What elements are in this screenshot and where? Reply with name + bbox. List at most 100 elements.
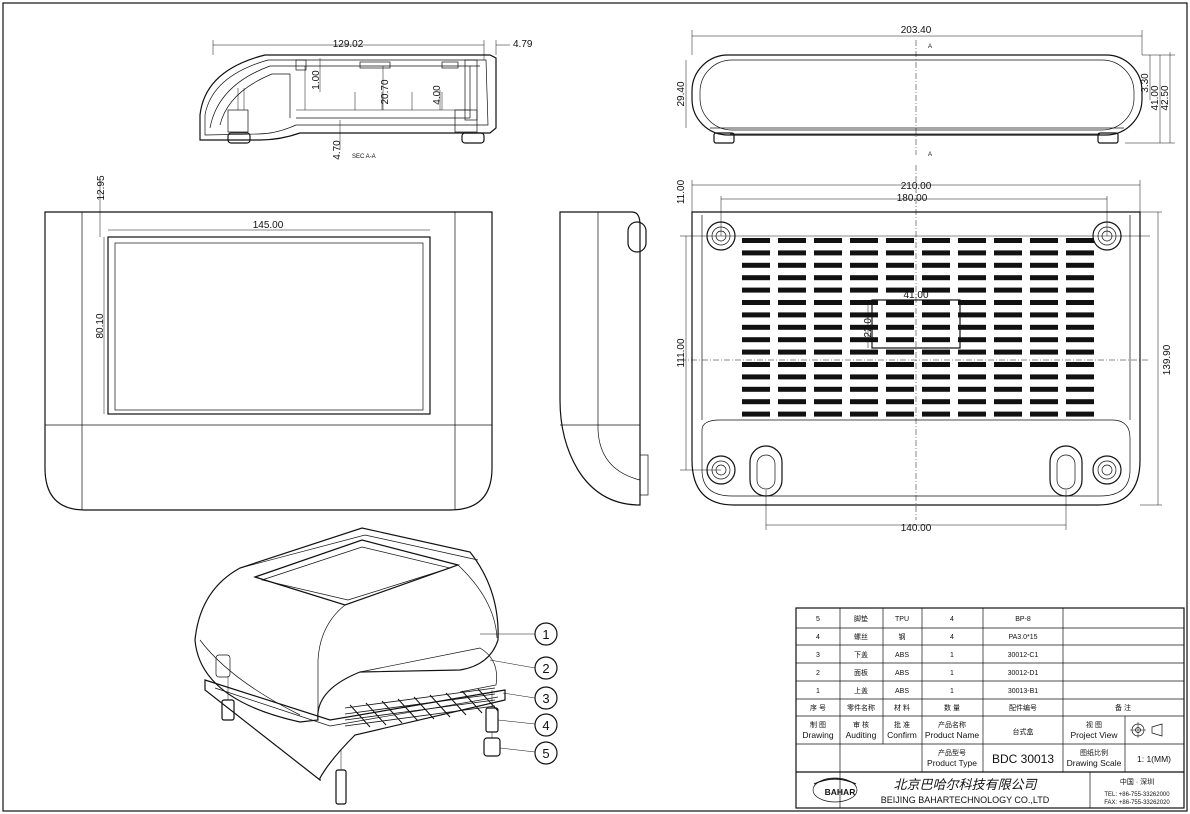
company-tel: TEL: +86-755-33262000	[1104, 792, 1170, 798]
section-view: 129.02 4.79 1.00 20.70 4.00 4.70 SEC A-A	[199, 39, 533, 160]
vent-slot	[994, 275, 1022, 281]
dim-20-70: 20.70	[380, 79, 391, 104]
svg-text:ABS: ABS	[895, 652, 909, 659]
vent-slot	[1066, 386, 1094, 392]
dim-129-02: 129.02	[333, 39, 364, 50]
vent-slot	[1030, 287, 1058, 293]
vent-slot	[1066, 349, 1094, 355]
exploded-isometric-view: 1 2 3 4 5	[194, 527, 558, 805]
vent-slot	[1066, 324, 1094, 330]
vent-slot	[922, 275, 950, 281]
vent-slot	[1030, 275, 1058, 281]
svg-text:3: 3	[816, 652, 820, 659]
dim-11-00: 11.00	[676, 179, 687, 204]
vent-slot	[922, 300, 950, 305]
vent-slot	[778, 399, 806, 405]
bom-row-1: 1 上盖 ABS 1 30013-B1	[816, 686, 1038, 695]
drawing-cn: 制 图	[810, 720, 826, 729]
svg-text:序 号: 序 号	[810, 703, 826, 712]
section-mark-top: A	[928, 44, 932, 50]
vent-slot	[886, 374, 914, 380]
vent-slot	[814, 275, 842, 281]
vent-slot	[742, 324, 770, 330]
iso-vent-line	[397, 698, 419, 722]
vent-slot	[958, 411, 986, 417]
vent-slot	[1030, 399, 1058, 405]
iso-vent-rail	[344, 693, 496, 715]
vent-slot	[958, 349, 986, 355]
vent-slot	[850, 337, 878, 343]
vent-slots	[742, 238, 1094, 417]
front-view: 12.95 145.00 80.10	[44, 175, 493, 511]
vent-slot	[922, 324, 950, 330]
vent-slot	[1066, 374, 1094, 380]
vent-slot	[958, 312, 986, 318]
dim-41-00: 41.00	[1150, 85, 1161, 110]
vent-slot	[922, 238, 950, 243]
vent-slot	[958, 275, 986, 281]
vent-slot	[958, 362, 986, 367]
vent-slot	[742, 250, 770, 256]
vent-slot	[778, 374, 806, 380]
vent-slot	[778, 300, 806, 305]
vent-slot	[958, 238, 986, 243]
side-profile-view	[559, 211, 649, 506]
vent-slot	[814, 324, 842, 330]
balloon-4-label: 4	[542, 718, 549, 733]
vent-slot	[886, 337, 914, 343]
vent-slot	[922, 349, 950, 355]
vent-slot	[814, 411, 842, 417]
balloon-1	[534, 622, 558, 646]
vent-slot	[922, 262, 950, 268]
logo-text: BAHAR	[825, 787, 856, 797]
vent-slot	[742, 312, 770, 318]
vent-slot	[1066, 399, 1094, 405]
iso-vent-lines	[344, 687, 499, 728]
svg-text:5: 5	[816, 616, 820, 623]
svg-text:面板: 面板	[854, 668, 868, 677]
svg-text:上盖: 上盖	[854, 686, 868, 695]
dim-4-79: 4.79	[513, 39, 533, 50]
bottom-view: 210.00 180.00 11.00 41.00 22.00 111.00 1…	[676, 165, 1173, 534]
vent-slot	[778, 324, 806, 330]
vent-slot	[742, 374, 770, 380]
vent-slot	[886, 312, 914, 318]
vent-slot	[994, 337, 1022, 343]
vent-slot	[814, 374, 842, 380]
vent-slot	[1066, 238, 1094, 243]
vent-slot	[958, 337, 986, 343]
vent-slot	[922, 374, 950, 380]
vent-slot	[922, 411, 950, 417]
vent-slot	[814, 349, 842, 355]
vent-slot	[850, 300, 878, 305]
svg-text:ABS: ABS	[895, 688, 909, 695]
svg-text:数 量: 数 量	[944, 703, 960, 712]
vent-slot	[922, 362, 950, 367]
vent-slot	[994, 262, 1022, 268]
project-view-cn: 视 图	[1086, 720, 1102, 729]
svg-text:下盖: 下盖	[854, 650, 868, 659]
vent-slot	[1030, 250, 1058, 256]
vent-slot	[886, 250, 914, 256]
product-type-cn: 产品型号	[938, 748, 966, 757]
iso-vent-line	[477, 688, 499, 712]
bom-row-3: 3 下盖 ABS 1 30012-C1	[816, 650, 1038, 659]
vent-slot	[886, 386, 914, 392]
dim-203-40: 203.40	[901, 25, 932, 36]
vent-slot	[742, 287, 770, 293]
vent-slot	[814, 386, 842, 392]
vent-slot	[814, 300, 842, 305]
dim-3-30: 3.30	[1140, 73, 1151, 93]
vent-slot	[994, 324, 1022, 330]
vent-slot	[958, 287, 986, 293]
vent-slot	[886, 262, 914, 268]
section-caption: SEC A-A	[352, 154, 376, 160]
vent-slot	[742, 337, 770, 343]
dim-41-00-cutout: 41.00	[903, 290, 928, 301]
vent-slot	[778, 312, 806, 318]
iso-vent-line	[445, 692, 467, 716]
svg-text:BP-8: BP-8	[1015, 616, 1031, 623]
projection-symbol-icon	[1130, 722, 1163, 738]
vent-slot	[742, 362, 770, 367]
